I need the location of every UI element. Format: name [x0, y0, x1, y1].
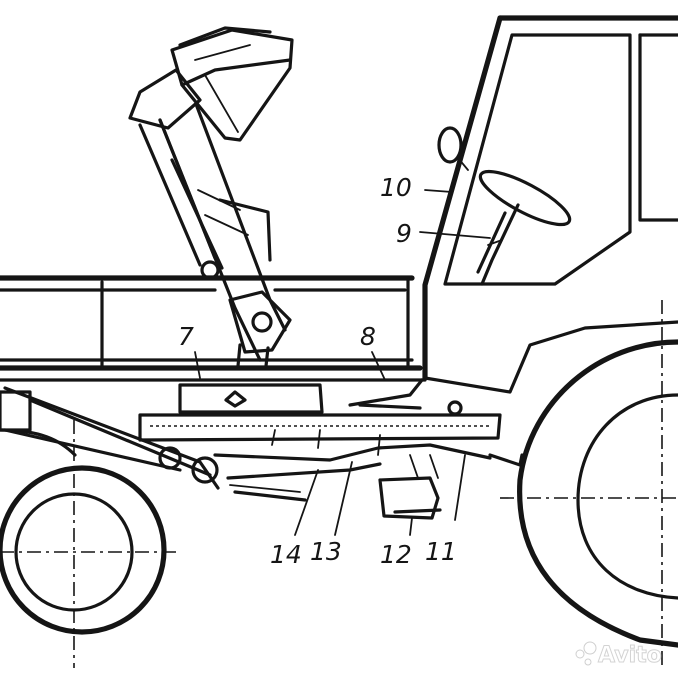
avito-watermark: Avito [575, 641, 662, 669]
label-14: 14 [270, 540, 302, 569]
tractor-cab [422, 15, 678, 394]
callout-labels: 7 8 10 9 14 13 12 11 [178, 173, 457, 569]
side-mirror [437, 126, 469, 171]
leader-lines [194, 189, 491, 536]
label-12: 12 [380, 540, 412, 569]
front-wheel [0, 420, 180, 668]
label-11: 11 [425, 537, 457, 566]
label-10: 10 [380, 173, 412, 202]
steering-wheel [476, 169, 572, 286]
frame-assembly [0, 378, 524, 502]
watermark-text: Avito [598, 643, 662, 668]
label-13: 13 [310, 537, 342, 566]
lift-cylinder [138, 118, 272, 280]
hydraulic-pump [378, 454, 442, 520]
label-7: 7 [178, 322, 194, 351]
rear-wheel [500, 300, 678, 670]
label-8: 8 [360, 322, 376, 351]
loader-bucket [170, 26, 294, 142]
cargo-platform [0, 275, 427, 382]
label-9: 9 [396, 219, 412, 248]
